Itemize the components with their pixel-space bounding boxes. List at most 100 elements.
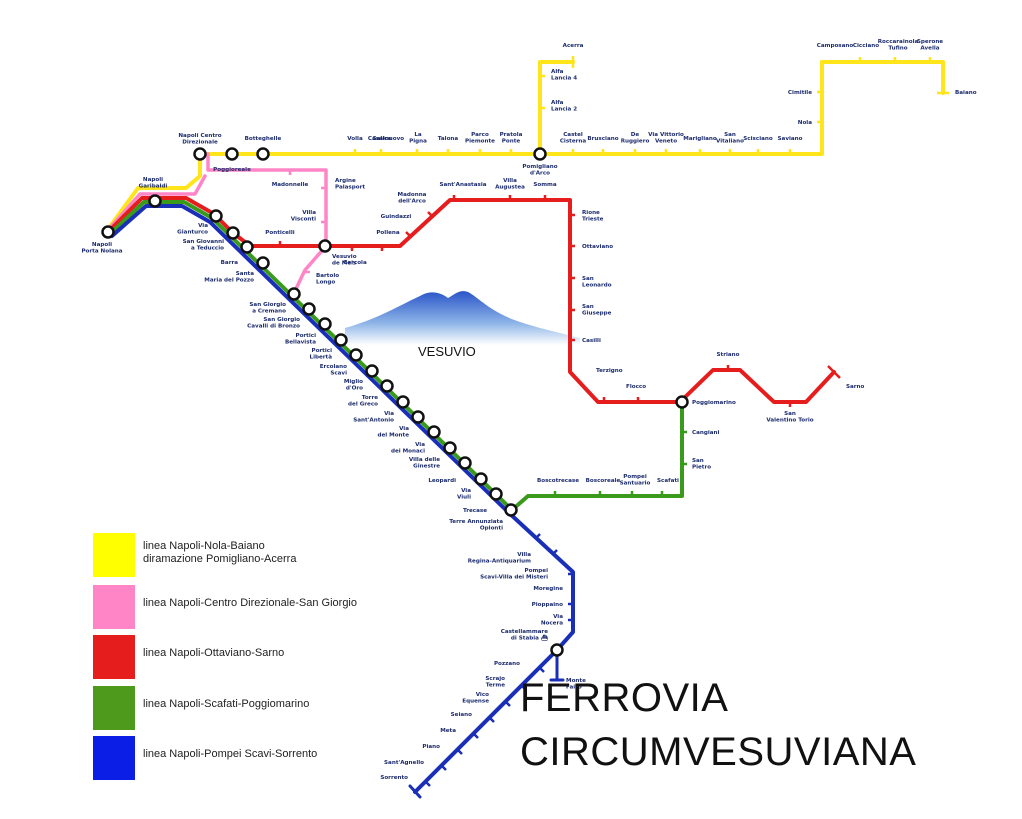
station-circle[interactable] xyxy=(474,472,488,486)
legend-label: linea Napoli-Scafati-Poggiomarino xyxy=(143,698,310,710)
station-label-meta: Meta xyxy=(440,728,456,734)
station-label-sorrento: Sorrento xyxy=(380,775,408,781)
station-label-cicciano: Cicciano xyxy=(853,43,879,49)
legend-swatch xyxy=(93,736,135,780)
station-circle[interactable] xyxy=(334,333,348,347)
station-label-casalnuovo: Casalnuovo xyxy=(368,136,404,142)
station-label-brusciano: Brusciano xyxy=(587,136,618,142)
station-label-acerra: Acerra xyxy=(563,43,584,49)
station-circle[interactable] xyxy=(101,225,115,239)
station-circle[interactable] xyxy=(396,395,410,409)
station-circle[interactable] xyxy=(443,441,457,455)
station-label-volla: Volla xyxy=(347,136,363,142)
station-circle[interactable] xyxy=(240,240,254,254)
mountain-label: VESUVIO xyxy=(418,344,476,359)
station-circle[interactable] xyxy=(349,348,363,362)
station-label-scisciano: Scisciano xyxy=(743,136,773,142)
legend-label: linea Napoli-Ottaviano-Sarno xyxy=(143,647,285,659)
station-label-baiano: Baiano xyxy=(955,90,977,96)
station-label-saviano: Saviano xyxy=(778,136,803,142)
station-circle[interactable] xyxy=(193,147,207,161)
station-circle[interactable] xyxy=(318,239,332,253)
legend-swatch xyxy=(93,533,135,577)
station-circle[interactable] xyxy=(226,226,240,240)
station-label-seiano: Seiano xyxy=(451,712,472,718)
station-label-ponticelli: Ponticelli xyxy=(265,230,294,236)
station-circle[interactable] xyxy=(209,209,223,223)
station-label-salice: Salice xyxy=(373,136,392,142)
yellow-line xyxy=(104,60,945,234)
interchanges xyxy=(101,147,689,657)
station-circle[interactable] xyxy=(287,287,301,301)
station-circle[interactable] xyxy=(427,425,441,439)
station-circle[interactable] xyxy=(458,456,472,470)
station-circle[interactable] xyxy=(411,410,425,424)
station-circle[interactable] xyxy=(550,643,564,657)
station-circle[interactable] xyxy=(380,379,394,393)
station-label-sant-agnello: Sant'Agnello xyxy=(384,760,424,766)
station-label-poggioreale: Poggioreale xyxy=(213,167,251,173)
station-circle[interactable] xyxy=(504,503,518,517)
station-label-striano: Striano xyxy=(717,352,740,358)
station-circle[interactable] xyxy=(148,194,162,208)
station-label-flocco: Flocco xyxy=(626,384,646,390)
station-label-sant-anastasia: Sant'Anastasia xyxy=(439,182,486,188)
station-circle[interactable] xyxy=(302,302,316,316)
station-label-somma: Somma xyxy=(533,182,557,188)
station-circle[interactable] xyxy=(256,147,270,161)
station-circle[interactable] xyxy=(318,317,332,331)
station-circle[interactable] xyxy=(225,147,239,161)
tick-marks xyxy=(278,56,949,787)
station-label-cimitile: Cimitile xyxy=(788,90,812,96)
station-label-camposano: Camposano xyxy=(817,43,854,49)
station-label-boscoreale: Boscoreale xyxy=(586,478,621,484)
station-label-piano: Piano xyxy=(422,744,440,750)
legend-swatch xyxy=(93,686,135,730)
station-label-pioppaino: Pioppaino xyxy=(532,602,564,608)
station-circle[interactable] xyxy=(365,364,379,378)
title-line-2: CIRCUMVESUVIANA xyxy=(520,730,917,774)
station-label-scafati: Scafati xyxy=(657,478,679,484)
station-label-guindazzi: Guindazzi xyxy=(381,214,412,220)
legend-swatch xyxy=(93,635,135,679)
station-label-pollena: Pollena xyxy=(376,230,400,236)
station-circle[interactable] xyxy=(533,147,547,161)
station-label-talona: Talona xyxy=(438,136,459,142)
station-circle[interactable] xyxy=(675,395,689,409)
station-circle[interactable] xyxy=(256,256,270,270)
blue-end-tick xyxy=(408,784,422,799)
station-circle[interactable] xyxy=(489,487,503,501)
